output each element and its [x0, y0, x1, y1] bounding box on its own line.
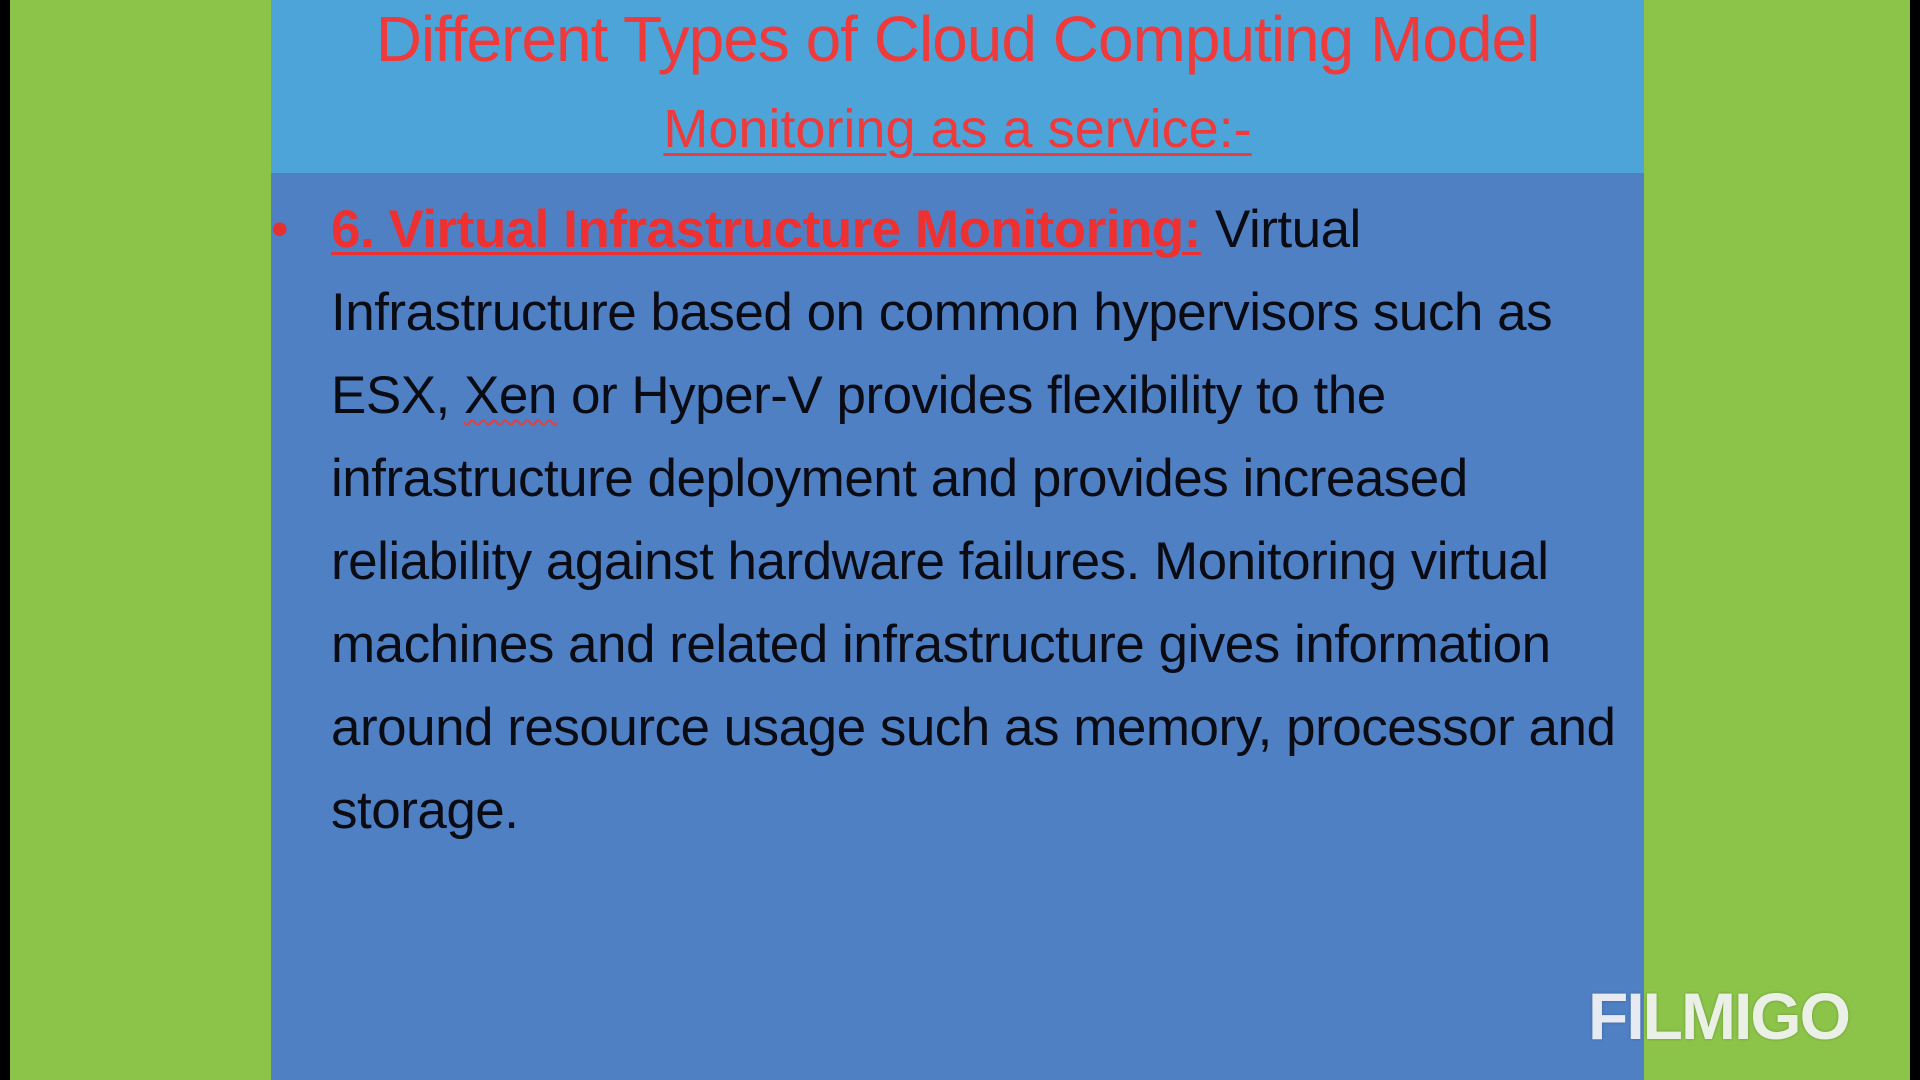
item-heading: 6. Virtual Infrastructure Monitoring:: [331, 200, 1201, 259]
slide-header-band: Different Types of Cloud Computing Model…: [271, 0, 1644, 173]
item-text-part-1: Virtual Infrastructure based on common h…: [331, 200, 1553, 425]
filmigo-watermark-logo: FILMIGO: [1588, 979, 1851, 1053]
item-text-spellcheck-word: Xen: [464, 366, 557, 425]
right-side-panel: [1644, 0, 1910, 1080]
presentation-slide: Different Types of Cloud Computing Model…: [271, 0, 1644, 1080]
bullet-paragraph: 6. Virtual Infrastructure Monitoring: Vi…: [331, 188, 1641, 852]
slide-title: Different Types of Cloud Computing Model: [375, 3, 1541, 75]
item-text-part-2: or Hyper-V provides flexibility to the i…: [331, 366, 1616, 840]
left-side-panel: [10, 0, 271, 1080]
slide-subtitle: Monitoring as a service:-: [663, 99, 1252, 159]
bullet-marker: •: [271, 201, 289, 257]
